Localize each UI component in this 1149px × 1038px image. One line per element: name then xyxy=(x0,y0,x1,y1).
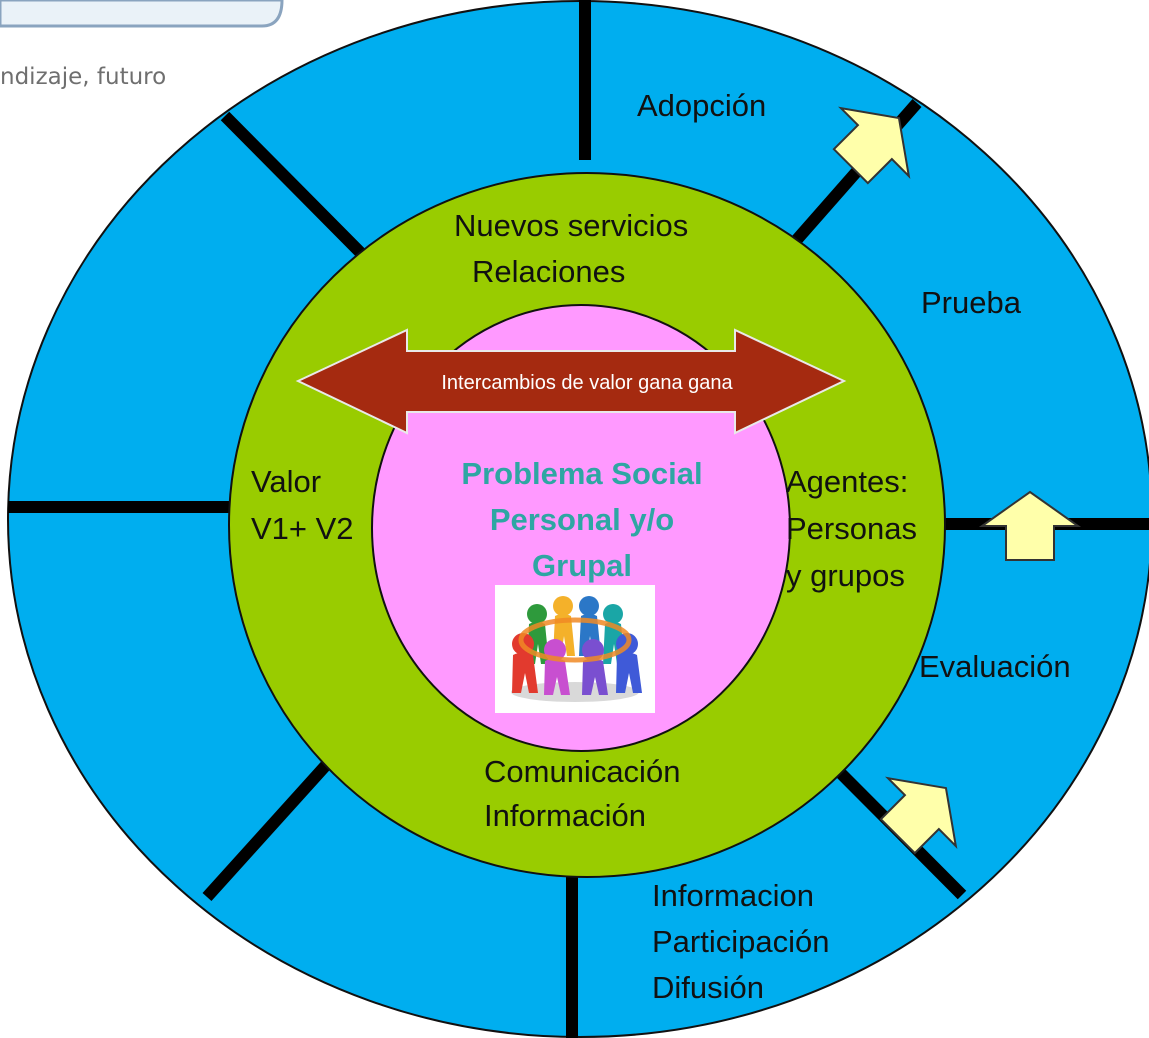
label-adopcion: Adopción xyxy=(637,88,766,123)
label-nuevos-servicios: Nuevos servicios xyxy=(454,208,688,243)
label-prueba: Prueba xyxy=(921,285,1022,320)
stage-arrows xyxy=(832,106,1082,855)
label-relaciones: Relaciones xyxy=(472,254,625,289)
arrow-to-evaluacion xyxy=(879,776,958,855)
label-valor: Valor xyxy=(251,464,321,499)
label-informacion-middle: Información xyxy=(484,798,646,833)
label-y-grupos: y grupos xyxy=(786,558,905,593)
label-v1-v2: V1+ V2 xyxy=(251,511,354,546)
label-personas: Personas xyxy=(786,511,917,546)
center-line-2: Personal y/o xyxy=(490,502,674,537)
arrow-to-adopcion xyxy=(832,106,911,185)
label-difusion: Difusión xyxy=(652,970,764,1005)
center-line-3: Grupal xyxy=(532,548,632,583)
center-line-1: Problema Social xyxy=(461,456,702,491)
people-circle-icon xyxy=(495,585,655,713)
inner-circle xyxy=(371,304,791,752)
label-agentes: Agentes: xyxy=(786,464,908,499)
label-participacion: Participación xyxy=(652,924,829,959)
label-informacion: Informacion xyxy=(652,878,814,913)
exchange-arrow-label: Intercambios de valor gana gana xyxy=(441,372,733,394)
exchange-arrow xyxy=(295,328,847,435)
label-evaluacion: Evaluación xyxy=(919,649,1071,684)
label-comunicacion: Comunicación xyxy=(484,754,680,789)
arrow-to-prueba xyxy=(978,490,1082,561)
header-caption: ndizaje, futuro xyxy=(0,64,166,90)
header-banner xyxy=(0,0,284,28)
